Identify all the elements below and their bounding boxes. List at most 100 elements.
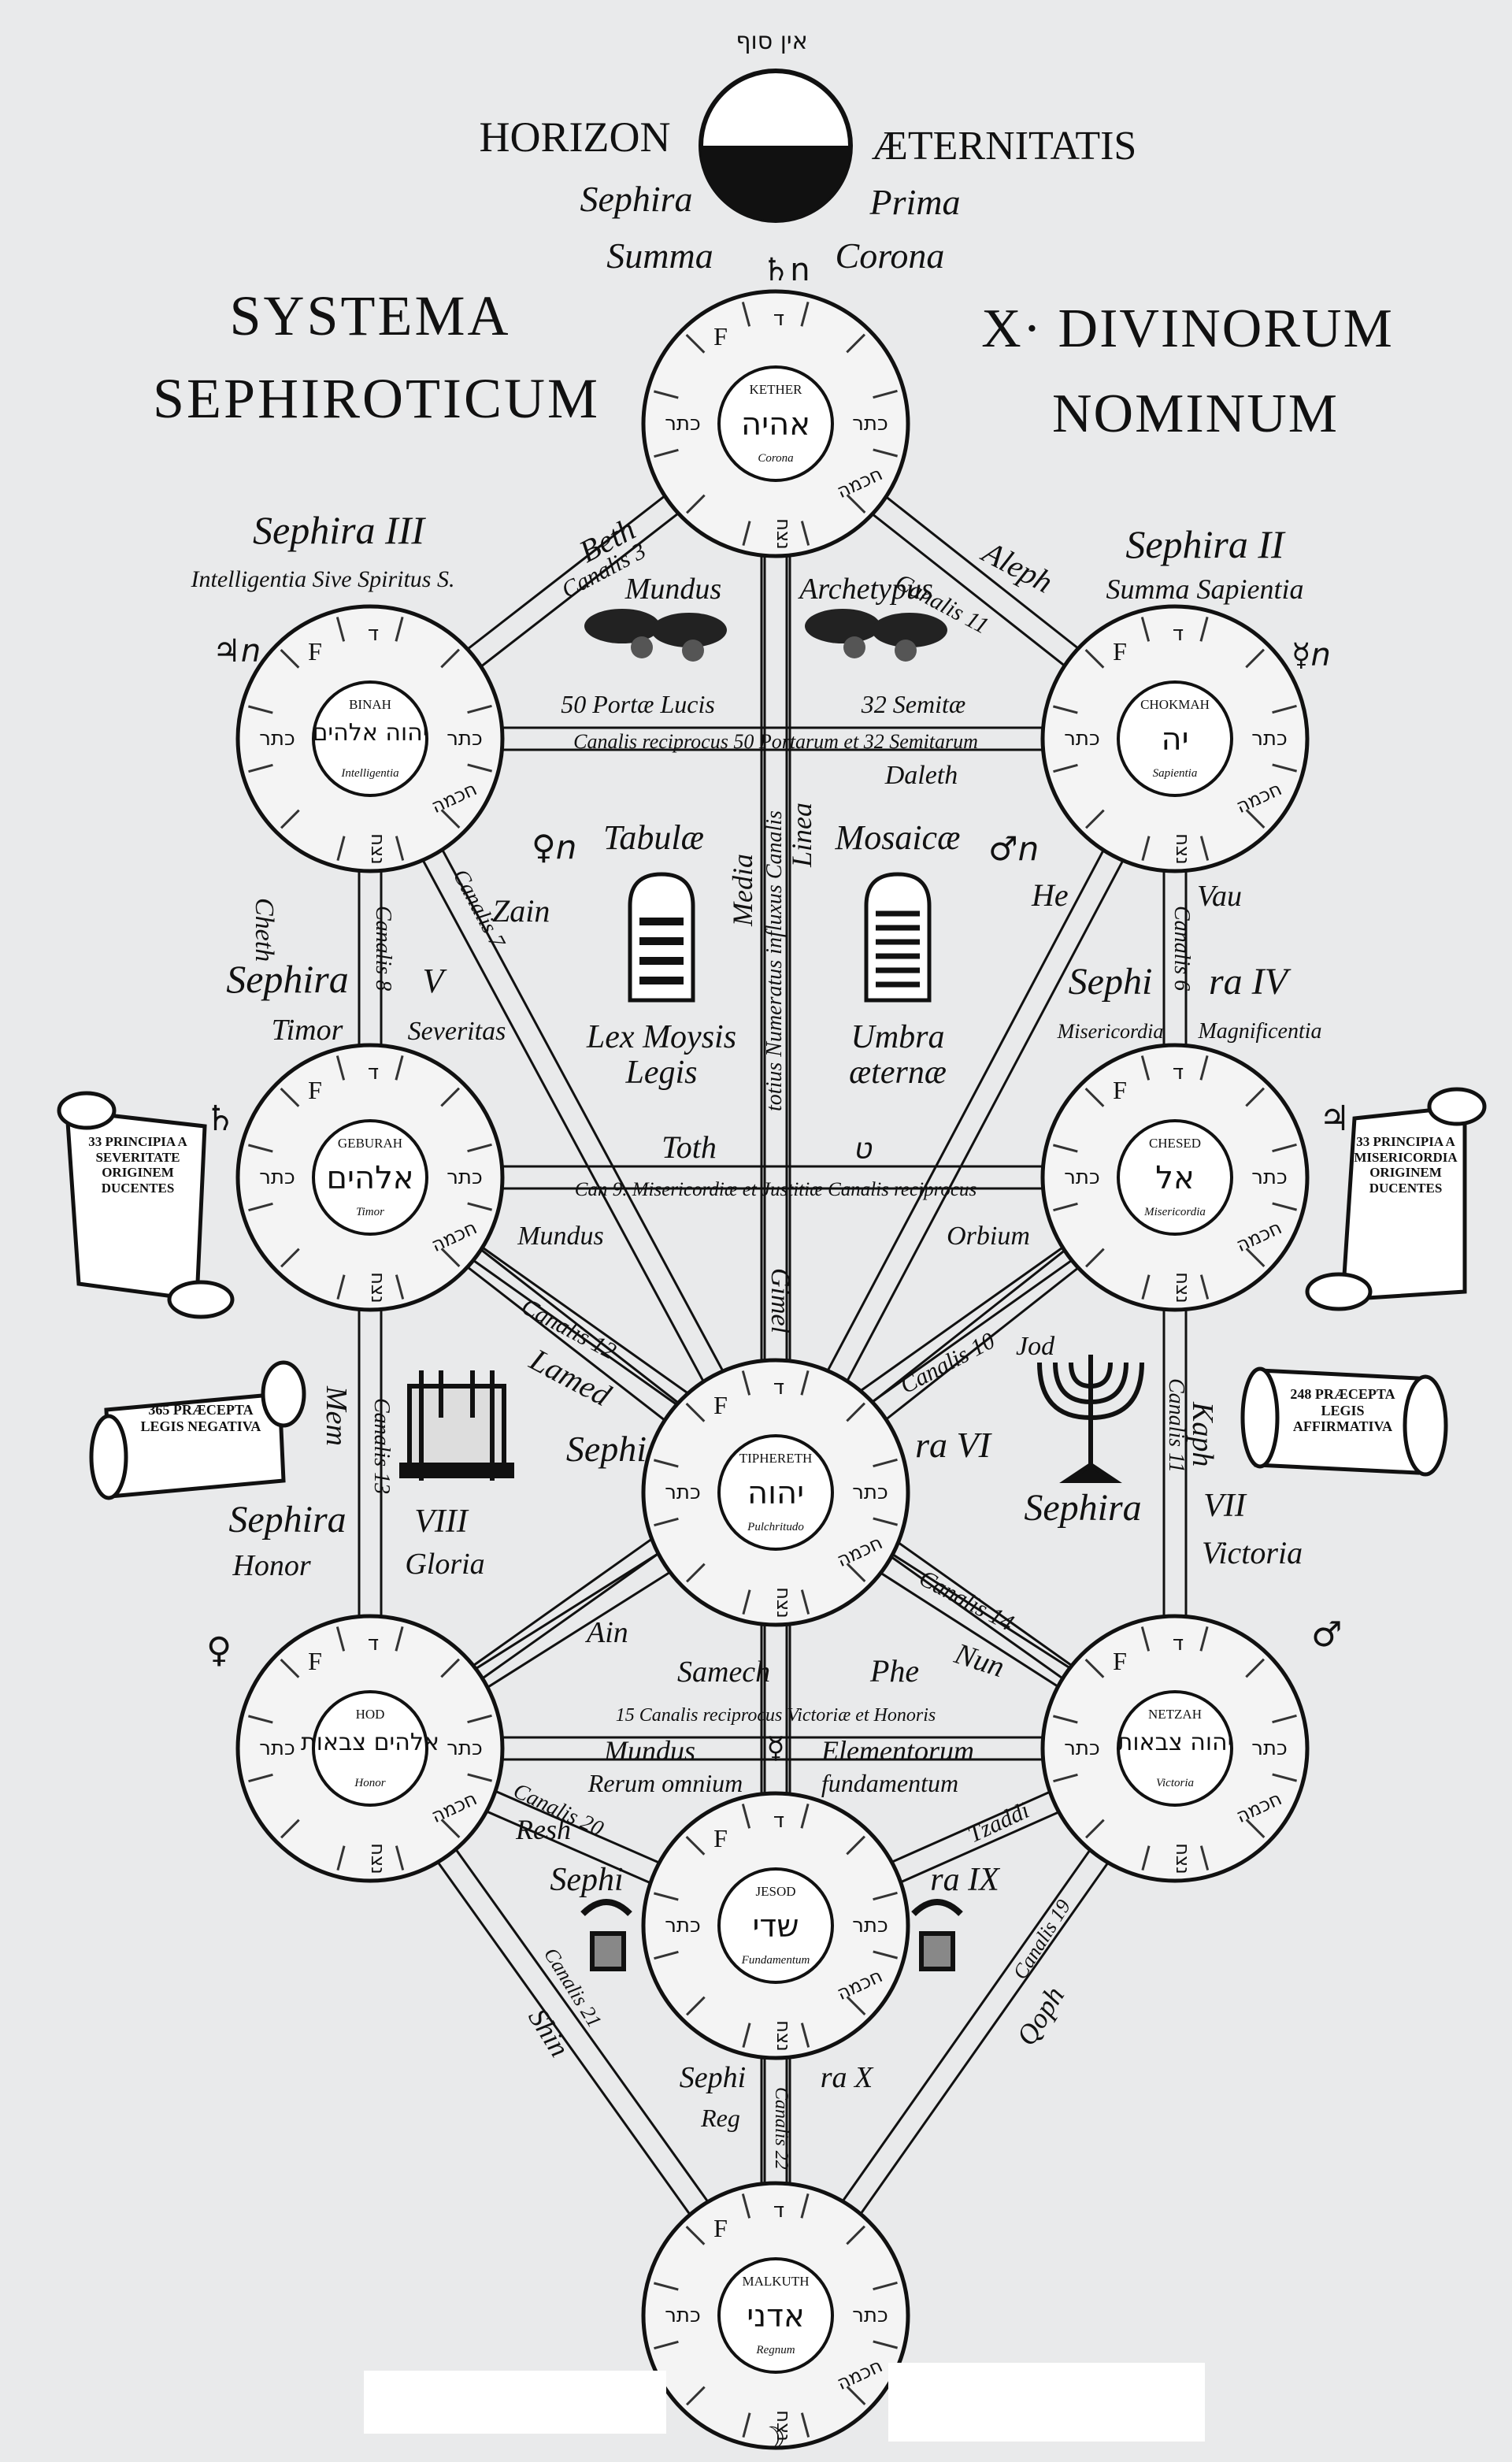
label-ra-x: ra X [821,2061,874,2094]
label-mem: Mem [320,1385,353,1446]
scroll-right-lower: 248 PRÆCEPTA LEGIS AFFIRMATIVA [1240,1366,1448,1477]
ring-tick [800,301,810,327]
ring-label-left: כתר [1064,1166,1100,1189]
ring-tick [467,763,493,773]
ring-tick [654,1517,679,1527]
title-sephiroticum: SEPHIROTICUM [153,367,600,430]
cherub-head-icon [895,640,917,662]
sephira-hebrew-name: אלהים צבאות [301,1729,439,1756]
label-mosaicae: Mosaicæ [835,818,961,857]
scroll-left-lower: 365 PRÆCEPTA LEGIS NEGATIVA [89,1360,306,1500]
label-canalis-reciprocus-low: 15 Canalis reciprocus Victoriæ et Honori… [616,1705,936,1726]
ring-letter-f: F [713,1391,728,1419]
label-severitas: Severitas [408,1017,506,1046]
label-zain: Zain [492,893,550,929]
ring-tick [280,1819,300,1839]
cherubim-decoration [584,609,947,662]
label-archetypus: Archetypus [797,573,933,606]
label-ain: Ain [584,1616,628,1649]
label-tzaddi: Tzaddi [964,1797,1033,1848]
label-sephira-ii: Sephira II [1125,522,1286,566]
title-divinorum: X· DIVINORUM [981,298,1394,359]
ring-top-mark: ד [773,1376,784,1400]
ring-tick [440,648,460,669]
ring-tick [873,1950,899,1960]
saturn-symbol: ♄ [205,1099,235,1139]
label-semitae: 32 Semitæ [861,690,965,718]
ring-tick [1199,1274,1210,1300]
ring-tick [742,1589,751,1615]
mercury-symbol-small: ☿ [766,1730,784,1765]
ring-tick [395,1274,405,1300]
label-toth: Toth [662,1129,717,1165]
ring-tick [846,1563,866,1582]
sephira-hebrew-name: אהיה [741,406,810,443]
ring-tick [247,1144,273,1153]
label-gimel: Gimel [765,1268,795,1333]
sephira-latin-name: MALKUTH [743,2274,810,2289]
sephira-subtitle: Regnum [755,2344,795,2356]
sephira-subtitle: Corona [758,452,793,465]
ring-tick [280,809,300,829]
ring-tick [873,448,899,458]
label-canalis-12: Canalis 12 [517,1293,621,1365]
ring-tick [873,1517,899,1526]
altar-right-icon [911,1899,963,1971]
ring-tick [800,2193,810,2219]
ring-tick [395,836,405,861]
scroll-left-lower-text: 365 PRÆCEPTA LEGIS NEGATIVA [140,1402,261,1434]
ring-tick [653,390,679,399]
label-gloria: Gloria [405,1548,484,1581]
throne-icon [399,1370,514,1481]
ring-tick [846,1835,865,1856]
ring-tick [395,1055,404,1081]
ring-tick [686,1996,706,2016]
ring-tick [1053,763,1078,773]
label-mundus-mid: Mundus [517,1222,604,1251]
label-elementorum: Elementorum [821,1735,974,1767]
ring-tick [395,1845,405,1871]
ring-tick [440,1658,460,1678]
sephira-subtitle: Sapientia [1153,767,1198,780]
label-canalis-10: Canalis 10 [896,1328,999,1400]
ring-label-right: כתר [1251,727,1288,751]
ring-label-right: כתר [447,1737,483,1760]
altar-left-icon [580,1899,632,1971]
label-ra-ix: ra IX [930,1862,1001,1898]
ring-label-bottom: נצח [367,833,389,865]
horizon-dark-half [701,146,850,221]
ring-tick [1199,616,1209,642]
ring-tick [467,1714,492,1724]
ring-top-mark: ד [368,1632,379,1656]
label-canalis-9: Can 9. Misericordiæ et Justitiæ Canalis … [575,1179,976,1200]
sephira-subtitle: Fundamentum [741,1954,810,1967]
saturn-symbol-top: ♄n [762,252,810,288]
sephira-subtitle: Victoria [1156,1777,1194,1789]
horizon-left-label: HORIZON [480,113,671,161]
ring-top-mark: ד [368,1061,379,1085]
label-canalis-6: Canalis 6 [1169,906,1194,991]
ring-tick [1052,1715,1078,1724]
ring-tick [685,1836,706,1856]
ring-tick [742,2412,751,2438]
ring-label-right: כתר [1251,1166,1288,1189]
ring-tick [741,2193,751,2219]
ring-tick [800,1589,810,1615]
ring-letter-f: F [713,322,728,350]
label-honor: Honor [232,1549,310,1582]
label-sephi-ix: Sephi [550,1862,623,1898]
ring-tick [873,389,898,399]
ring-tick [685,1403,706,1422]
ring-tick [1140,617,1151,642]
label-canalis-11b: Canalis 11 [1164,1378,1188,1473]
sephira-subtitle: Pulchritudo [747,1521,804,1533]
sephira-hebrew-name: יהוה אלהים [313,719,428,747]
sephira-hebrew-name: אדני [747,2298,805,2334]
ring-tick [1245,809,1266,829]
label-canalis-8: Canalis 8 [371,906,395,991]
